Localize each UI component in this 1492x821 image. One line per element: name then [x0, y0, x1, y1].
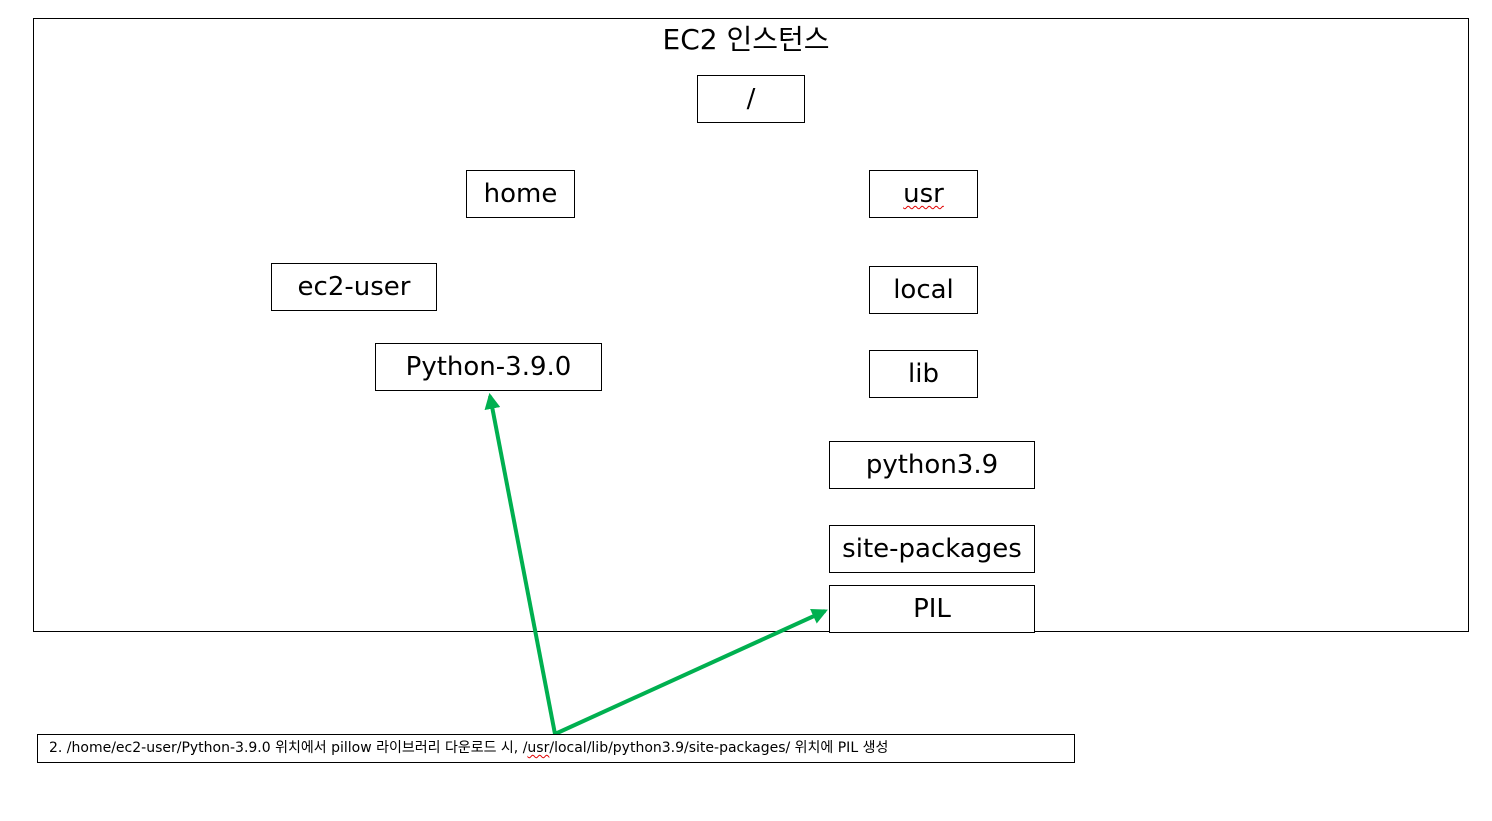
node-lib-label: lib	[908, 359, 939, 389]
node-pil: PIL	[829, 585, 1035, 633]
node-home-label: home	[483, 179, 558, 209]
node-python39: python3.9	[829, 441, 1035, 489]
node-home: home	[466, 170, 575, 218]
node-python-source: Python-3.9.0	[375, 343, 602, 391]
node-local: local	[869, 266, 978, 314]
caption-text-usr: usr	[527, 740, 550, 756]
node-ec2-user: ec2-user	[271, 263, 437, 311]
node-ec2-user-label: ec2-user	[297, 272, 411, 302]
node-root-label: /	[746, 84, 756, 114]
node-lib: lib	[869, 350, 978, 398]
caption-box: 2. /home/ec2-user/Python-3.9.0 위치에서 pill…	[37, 734, 1075, 763]
node-local-label: local	[893, 275, 954, 305]
node-usr: usr	[869, 170, 978, 218]
diagram-title: EC2 인스턴스	[662, 23, 830, 56]
node-python39-label: python3.9	[865, 450, 999, 480]
caption-text-before: 2. /home/ec2-user/Python-3.9.0 위치에서 pill…	[49, 740, 528, 756]
node-root: /	[697, 75, 805, 123]
node-python-source-label: Python-3.9.0	[405, 352, 572, 382]
node-site-packages: site-packages	[829, 525, 1035, 573]
node-site-packages-label: site-packages	[842, 534, 1022, 564]
node-usr-label: usr	[903, 179, 944, 209]
caption-text-after: /local/lib/python3.9/site-packages/ 위치에 …	[549, 740, 889, 756]
node-pil-label: PIL	[913, 594, 951, 624]
